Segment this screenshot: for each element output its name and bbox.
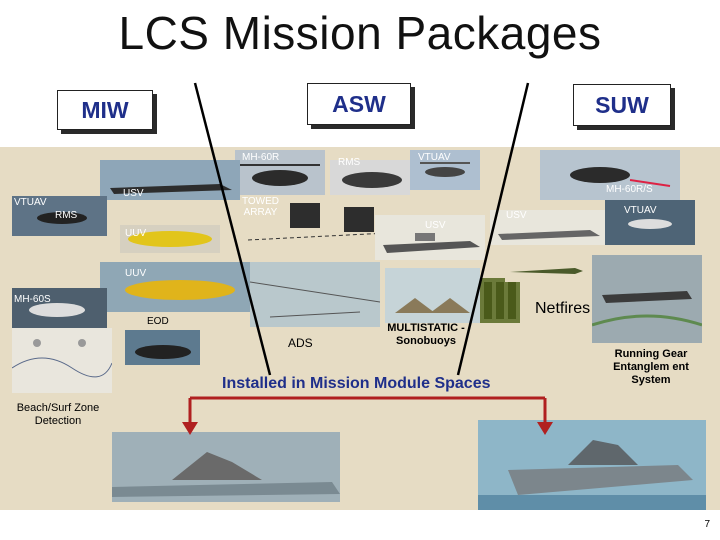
beach-surf-diagram [12, 328, 112, 393]
usv-asw-photo [375, 215, 485, 260]
towed-array-diagram [248, 195, 388, 245]
eod-team-photo [125, 330, 200, 365]
uuv-miw-photo [120, 225, 220, 253]
label-uuv-miw: UUV [125, 228, 147, 239]
vtuav-miw-photo [12, 196, 107, 236]
vtuav-asw-photo [410, 150, 480, 190]
label-mh60rs: MH-60R/S [606, 184, 653, 195]
netfires-missile-photo [505, 260, 585, 282]
label-multistatic: MULTISTATIC - Sonobuoys [387, 322, 465, 347]
label-eod: EOD [147, 316, 169, 327]
label-running-gear: Running Gear Entanglem ent System [613, 348, 689, 386]
label-uuv-asw: UUV [125, 268, 147, 279]
label-towed-array: TOWED ARRAY [241, 196, 280, 218]
installed-caption: Installed in Mission Module Spaces [222, 375, 491, 392]
label-vtuav-asw: VTUAV [418, 152, 451, 163]
suw-button[interactable]: SUW [573, 84, 671, 126]
usv-suw-photo [490, 210, 605, 245]
label-mh60s: MH-60S [14, 294, 51, 305]
mh60s-miw-photo [12, 288, 107, 328]
label-rms-miw: RMS [55, 210, 78, 221]
ads-diagram [250, 262, 380, 327]
label-mh60r: MH-60R [242, 152, 280, 163]
label-usv-asw: USV [425, 220, 446, 231]
label-rms-asw: RMS [338, 157, 361, 168]
mh60r-helicopter-photo [235, 150, 325, 195]
label-usv-suw: USV [506, 210, 527, 221]
page-title: LCS Mission Packages [118, 7, 602, 59]
asw-button[interactable]: ASW [307, 83, 411, 125]
multistatic-sonobuoy-diagram [385, 268, 480, 323]
uuv-asw-photo [100, 262, 255, 312]
label-vtuav-miw: VTUAV [14, 197, 47, 208]
installed-arrow [182, 396, 553, 435]
label-beach-surf: Beach/Surf Zone Detection [16, 402, 100, 427]
label-usv-miw: USV [123, 188, 144, 199]
miw-button[interactable]: MIW [57, 90, 153, 130]
page-number: 7 [704, 519, 710, 530]
netfires-launcher-photo [480, 278, 520, 323]
label-vtuav-suw: VTUAV [624, 205, 657, 216]
label-ads: ADS [288, 336, 313, 350]
lcs-ship-left-photo [112, 432, 340, 502]
rms-vehicle-photo [330, 160, 410, 195]
mh60rs-suw-photo [540, 150, 680, 200]
vtuav-suw-photo [605, 200, 695, 245]
running-gear-photo [592, 255, 702, 343]
label-netfires: Netfires [535, 300, 591, 317]
lcs-ship-right-photo [478, 420, 706, 510]
